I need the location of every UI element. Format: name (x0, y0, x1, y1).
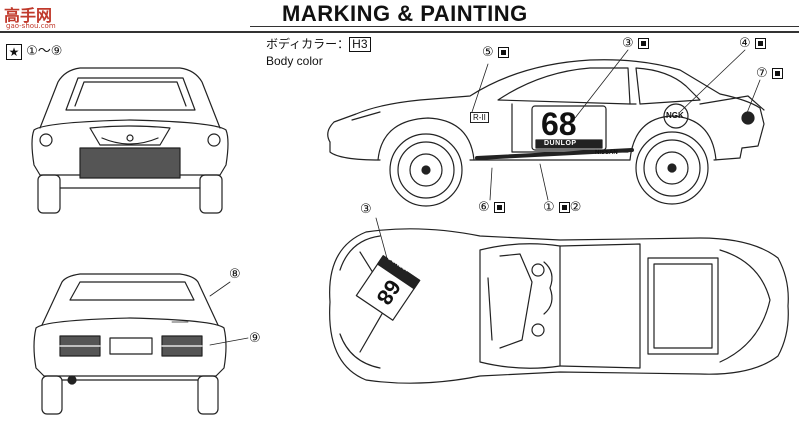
body-color-label-en: Body color (266, 54, 323, 68)
decal-icon (754, 38, 766, 49)
plug-decal-label: NGK (666, 111, 684, 120)
page-title: MARKING & PAINTING (282, 1, 528, 26)
site-logo: 高手网 (4, 6, 53, 25)
site-logo-url: gao-shou.com (6, 22, 56, 30)
callout-6: ⑥ (478, 200, 505, 215)
paint-code-box: H3 (349, 37, 371, 52)
star-icon: ★ (6, 43, 22, 60)
decal-range-legend: ★ ①～⑨ (6, 40, 62, 60)
callout-3-top: ③ (360, 202, 372, 217)
callout-7: ⑦ (756, 66, 783, 81)
decal-icon (771, 68, 783, 79)
rear-view (33, 273, 249, 415)
decal-range: ①～⑨ (26, 44, 63, 59)
decal-icon (558, 202, 570, 213)
title-rule (0, 31, 799, 33)
decal-icon (493, 202, 505, 213)
callout-9: ⑨ (249, 331, 261, 346)
side-brand-label: NISSAN (595, 150, 618, 156)
paint-code-letter: H (352, 37, 361, 51)
front-view (31, 67, 229, 214)
callout-1-2: ① ② (543, 200, 582, 215)
decal-icon (637, 38, 649, 49)
title-rule-top (250, 26, 799, 27)
top-view (329, 217, 789, 384)
body-color-info: ボディカラー：H3 Body color (266, 36, 371, 70)
callout-5: ⑤ (482, 45, 509, 60)
fender-badge-label: R-II (470, 112, 489, 123)
callout-4: ④ (739, 36, 766, 51)
body-color-label-jp: ボディカラー： (266, 37, 350, 51)
hood-number-decal (355, 255, 421, 321)
side-view (327, 49, 765, 207)
side-sponsor-label: DUNLOP (544, 140, 577, 147)
callout-8: ⑧ (229, 267, 241, 282)
callout-3-side: ③ (622, 36, 649, 51)
decal-icon (497, 47, 509, 58)
paint-code-number: 3 (360, 37, 368, 51)
side-race-number: 68 (541, 106, 577, 142)
